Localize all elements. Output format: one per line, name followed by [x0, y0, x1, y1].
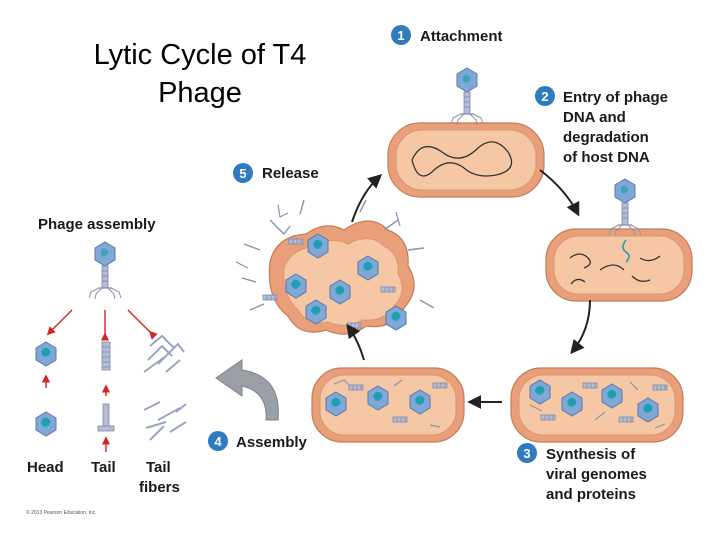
head-part: [35, 411, 57, 437]
arrow-release-to-attachment: [351, 174, 383, 223]
tail-fibers-loose: [143, 401, 187, 441]
arrow-red: [46, 309, 73, 336]
label-head: Head: [27, 459, 64, 476]
tail-part: [652, 384, 668, 391]
label-tail-fibers-1: Tail: [146, 459, 171, 476]
step-2-number: 2: [541, 89, 548, 104]
step-4-number: 4: [214, 434, 222, 449]
step-5-label: Release: [262, 165, 319, 182]
label-tail-fibers-2: fibers: [139, 479, 180, 496]
step-5-badge: [233, 163, 253, 183]
cell-assembly: [311, 367, 465, 443]
step-3-line-2: viral genomes: [546, 466, 647, 483]
phage-assembly-heading: Phage assembly: [38, 216, 156, 233]
tail-part: [618, 416, 634, 423]
step-4-label: Assembly: [236, 434, 308, 451]
step-3-number: 3: [523, 446, 530, 461]
tail-part: [380, 286, 396, 293]
tail-part: [348, 384, 364, 391]
arrow-entry-to-synthesis: [570, 299, 591, 355]
title-line-1: Lytic Cycle of T4: [93, 39, 307, 71]
arrow-assembly-to-release: [346, 323, 365, 361]
step-2-line-2: DNA and: [563, 109, 626, 126]
tail-part: [101, 341, 111, 371]
tail-part: [432, 382, 448, 389]
assembly-gray-arrow: [215, 359, 279, 421]
cell-dna-entry: [545, 178, 693, 302]
phage-assembly-panel: [35, 241, 187, 452]
step-2-badge: [535, 86, 555, 106]
step-1-badge: [391, 25, 411, 45]
cell-synthesis: [510, 367, 684, 443]
step-4-badge: [208, 431, 228, 451]
step-1-number: 1: [397, 28, 404, 43]
head-part: [35, 341, 57, 367]
complete-phage: [88, 241, 122, 300]
phage-attaching: [450, 67, 484, 126]
tail-part: [288, 238, 304, 245]
title-line-2: Phage: [158, 77, 242, 109]
phage-injecting: [608, 178, 642, 237]
tail-core: [97, 403, 115, 432]
step-3-line-1: Synthesis of: [546, 446, 636, 463]
tail-part: [582, 382, 598, 389]
step-1-label: Attachment: [420, 28, 503, 45]
step-5-number: 5: [239, 166, 246, 181]
page-title: Lytic Cycle of T4 Phage: [60, 36, 340, 112]
copyright-notice: © 2013 Pearson Education, Inc.: [26, 509, 97, 516]
tail-fibers-cluster: [143, 334, 185, 373]
arrow-attachment-to-entry: [539, 169, 580, 217]
arrow-red: [127, 309, 158, 340]
tail-part: [540, 414, 556, 421]
step-2-line-3: degradation: [563, 129, 649, 146]
label-tail: Tail: [91, 459, 116, 476]
cell-attachment: [387, 67, 545, 198]
tail-part: [262, 294, 278, 301]
step-2-line-4: of host DNA: [563, 149, 650, 166]
cell-release: [235, 199, 435, 335]
step-2-line-1: Entry of phage: [563, 89, 668, 106]
step-3-line-3: and proteins: [546, 486, 636, 503]
step-3-badge: [517, 443, 537, 463]
tail-part: [392, 416, 408, 423]
cycle-arrows: [346, 169, 591, 409]
